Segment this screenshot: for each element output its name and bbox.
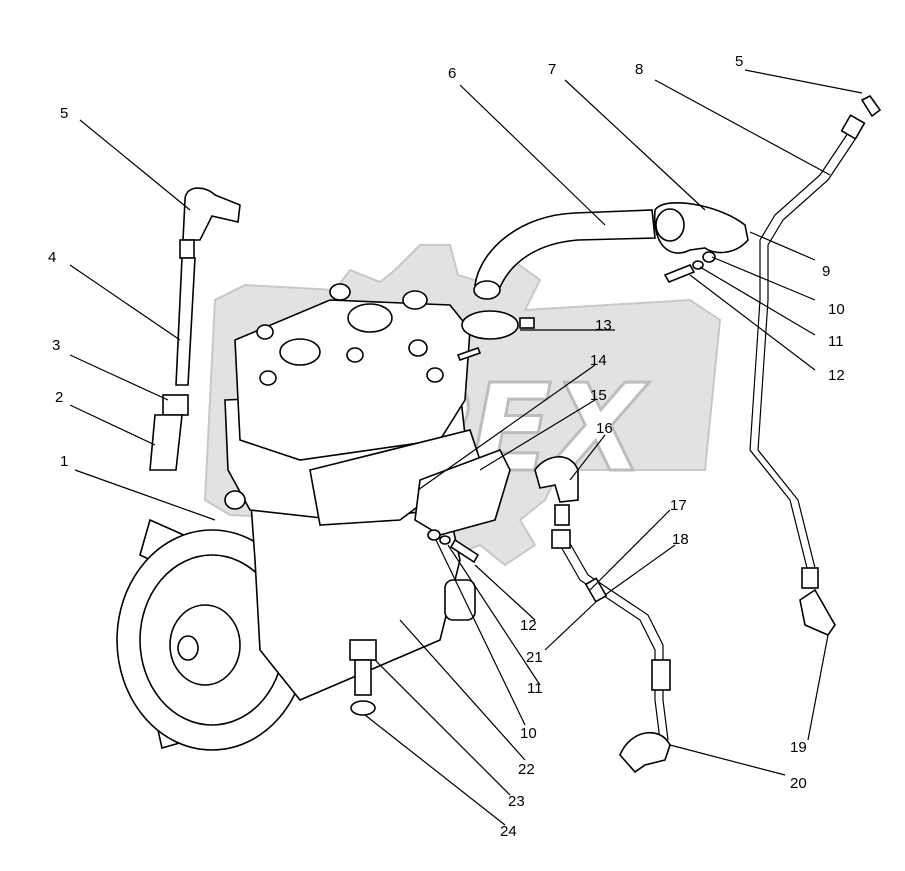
label-23: 23	[508, 793, 525, 810]
clip-18	[584, 577, 608, 603]
washer-11-lower	[439, 535, 451, 545]
label-11-top: 11	[828, 333, 844, 350]
side-cover	[414, 448, 511, 536]
label-19: 19	[790, 739, 807, 756]
flange-7-bore	[655, 208, 685, 242]
label-11-bottom: 11	[527, 680, 543, 697]
callout-labels: 5 4 3 2 1 6 7 8 5 9 10 11 12 13 14 15 16…	[48, 53, 845, 840]
label-10-top: 10	[828, 301, 845, 318]
label-5-right: 5	[735, 53, 743, 70]
bolt-23-shank	[354, 659, 372, 696]
head-bolt	[426, 367, 444, 383]
label-16: 16	[596, 420, 613, 437]
delivery-line	[534, 456, 836, 774]
label-1: 1	[60, 453, 68, 470]
clamp-band	[461, 310, 519, 340]
mount-bolt	[349, 639, 377, 716]
mounting-boss	[444, 579, 476, 621]
hose-6-end	[473, 280, 501, 300]
hose-6	[474, 209, 656, 293]
head-bolt	[408, 339, 428, 357]
clamp-screw	[456, 346, 482, 362]
label-13: 13	[595, 317, 612, 334]
head-bolt	[256, 324, 274, 340]
bolt-12-lower	[449, 538, 480, 564]
label-9: 9	[822, 263, 830, 280]
head-bolt	[329, 283, 351, 301]
label-21: 21	[526, 649, 543, 666]
elbow-20	[619, 731, 671, 774]
head-bolt	[346, 347, 364, 363]
outlet-line	[473, 94, 882, 581]
head-bolt	[279, 338, 321, 366]
head-bolt	[347, 303, 393, 333]
pulley-hub	[169, 604, 241, 686]
label-14: 14	[590, 352, 607, 369]
label-12-top: 12	[828, 367, 845, 384]
elbow-16	[534, 456, 579, 503]
tube-nut	[551, 529, 571, 549]
pipe-8-line	[749, 129, 851, 581]
label-22: 22	[518, 761, 535, 778]
label-3: 3	[52, 337, 60, 354]
hose-2	[149, 414, 183, 471]
fitting-elbow-5	[182, 187, 241, 241]
label-10-bottom: 10	[520, 725, 537, 742]
head-bolt	[224, 490, 246, 510]
pipe-8	[860, 94, 882, 118]
label-4: 4	[48, 249, 56, 266]
label-2: 2	[55, 389, 63, 406]
label-12-bottom: 12	[520, 617, 537, 634]
pulley-nut	[177, 635, 199, 661]
tube-17	[559, 544, 661, 741]
leader-lines	[69, 69, 863, 826]
nut-19	[801, 567, 819, 589]
coupling-3	[162, 394, 189, 416]
label-24: 24	[500, 823, 517, 840]
head-bolt	[402, 290, 428, 310]
tube-17-inner	[567, 539, 669, 741]
tube-nut-lower	[651, 659, 671, 691]
bolt-23-head	[349, 639, 377, 661]
label-15: 15	[590, 387, 607, 404]
intake-line	[149, 187, 241, 471]
compressor-body	[224, 283, 511, 701]
washer-10	[702, 251, 716, 263]
cover-fasteners	[427, 529, 480, 564]
nut-16	[554, 504, 570, 526]
pipe-8-line-inner	[757, 134, 859, 581]
label-5-left: 5	[60, 105, 68, 122]
clamp-13	[456, 310, 535, 362]
elbow-19	[799, 588, 836, 636]
washer-24	[350, 700, 376, 716]
label-20: 20	[790, 775, 807, 792]
tube-4	[175, 257, 196, 386]
bolt-12	[663, 263, 696, 284]
hose-clamp-ferrule	[179, 239, 195, 259]
head-bolt	[259, 370, 277, 386]
label-17: 17	[670, 497, 687, 514]
label-8: 8	[635, 61, 643, 78]
label-18: 18	[672, 531, 689, 548]
clamp-bracket	[519, 317, 535, 329]
label-7: 7	[548, 61, 556, 78]
union-nut	[840, 114, 866, 140]
label-6: 6	[448, 65, 456, 82]
washer-10-lower	[427, 529, 441, 541]
